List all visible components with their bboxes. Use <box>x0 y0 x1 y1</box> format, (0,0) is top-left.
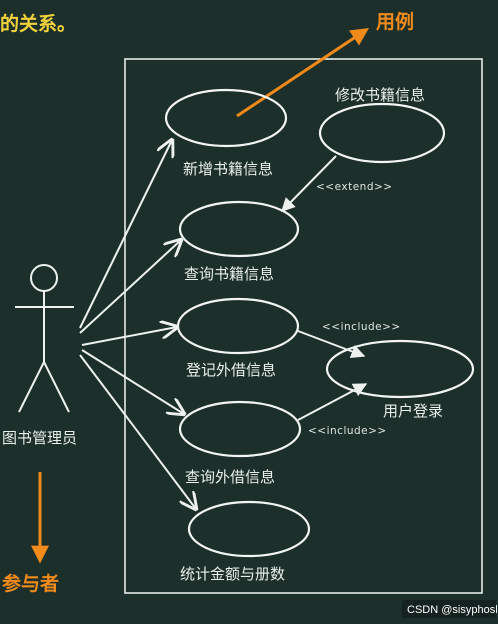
use-case-stats <box>187 500 311 558</box>
include-stereotype-query: <<include>> <box>308 425 387 437</box>
association-register-borrow <box>81 327 177 346</box>
label-add-book: 新增书籍信息 <box>183 160 273 178</box>
actor-callout: 参与者 <box>2 572 59 595</box>
watermark-bg <box>402 600 496 618</box>
use-case-register-borrow <box>176 297 300 355</box>
association-query-book <box>79 240 181 334</box>
watermark: CSDN @sisyphoslee <box>407 604 498 616</box>
use-case-query-borrow <box>178 400 302 458</box>
header-text: 的关系。 <box>0 12 76 35</box>
extend-stereotype: <<extend>> <box>316 181 393 193</box>
label-user-login: 用户登录 <box>383 402 443 420</box>
label-modify-book: 修改书籍信息 <box>335 86 425 104</box>
association-query-borrow <box>81 349 184 414</box>
label-stats: 统计金额与册数 <box>180 565 285 583</box>
association-add-book <box>79 140 172 329</box>
extend-relation <box>281 155 337 212</box>
use-case-user-login <box>325 339 475 399</box>
actor-label: 图书管理员 <box>2 429 77 447</box>
association-stats <box>79 354 196 509</box>
include-relation-register <box>297 330 366 359</box>
label-register-borrow: 登记外借信息 <box>186 361 276 379</box>
include-stereotype-register: <<include>> <box>322 321 401 333</box>
use-case-callout-arrow <box>236 28 369 118</box>
label-query-borrow: 查询外借信息 <box>185 468 275 486</box>
actor-stick-figure <box>15 264 74 413</box>
use-case-modify-book <box>318 102 446 164</box>
include-relation-query <box>297 383 368 421</box>
system-boundary <box>124 58 483 594</box>
label-query-book: 查询书籍信息 <box>184 265 274 283</box>
use-case-callout: 用例 <box>376 10 414 33</box>
use-case-add-book <box>164 88 288 148</box>
use-case-query-book <box>178 200 300 258</box>
